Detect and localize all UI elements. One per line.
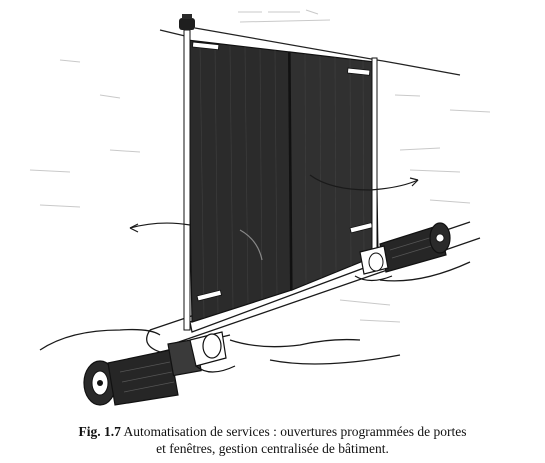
caption-line-2: et fenêtres, gestion centralisée de bâti… [156,441,389,456]
caption-text-1: Automatisation de services : ouvertures … [123,424,467,439]
gate-posts [179,14,378,331]
figure-label: Fig. 1.7 [78,424,121,439]
gate-panels [186,39,379,323]
background-texture [29,9,491,323]
left-gate-motor [83,331,236,406]
right-gate-motor [354,222,451,282]
signal-lamp [179,18,195,30]
gate-drawing [29,9,491,406]
gate-illustration [29,9,491,406]
figure-caption: Fig. 1.7 Automatisation de services : ou… [20,423,525,457]
caption-line-1: Fig. 1.7 Automatisation de services : ou… [20,423,525,440]
movement-arrows [129,174,419,261]
overhead-cables [159,27,461,76]
gate-hinge-plates [192,41,374,302]
